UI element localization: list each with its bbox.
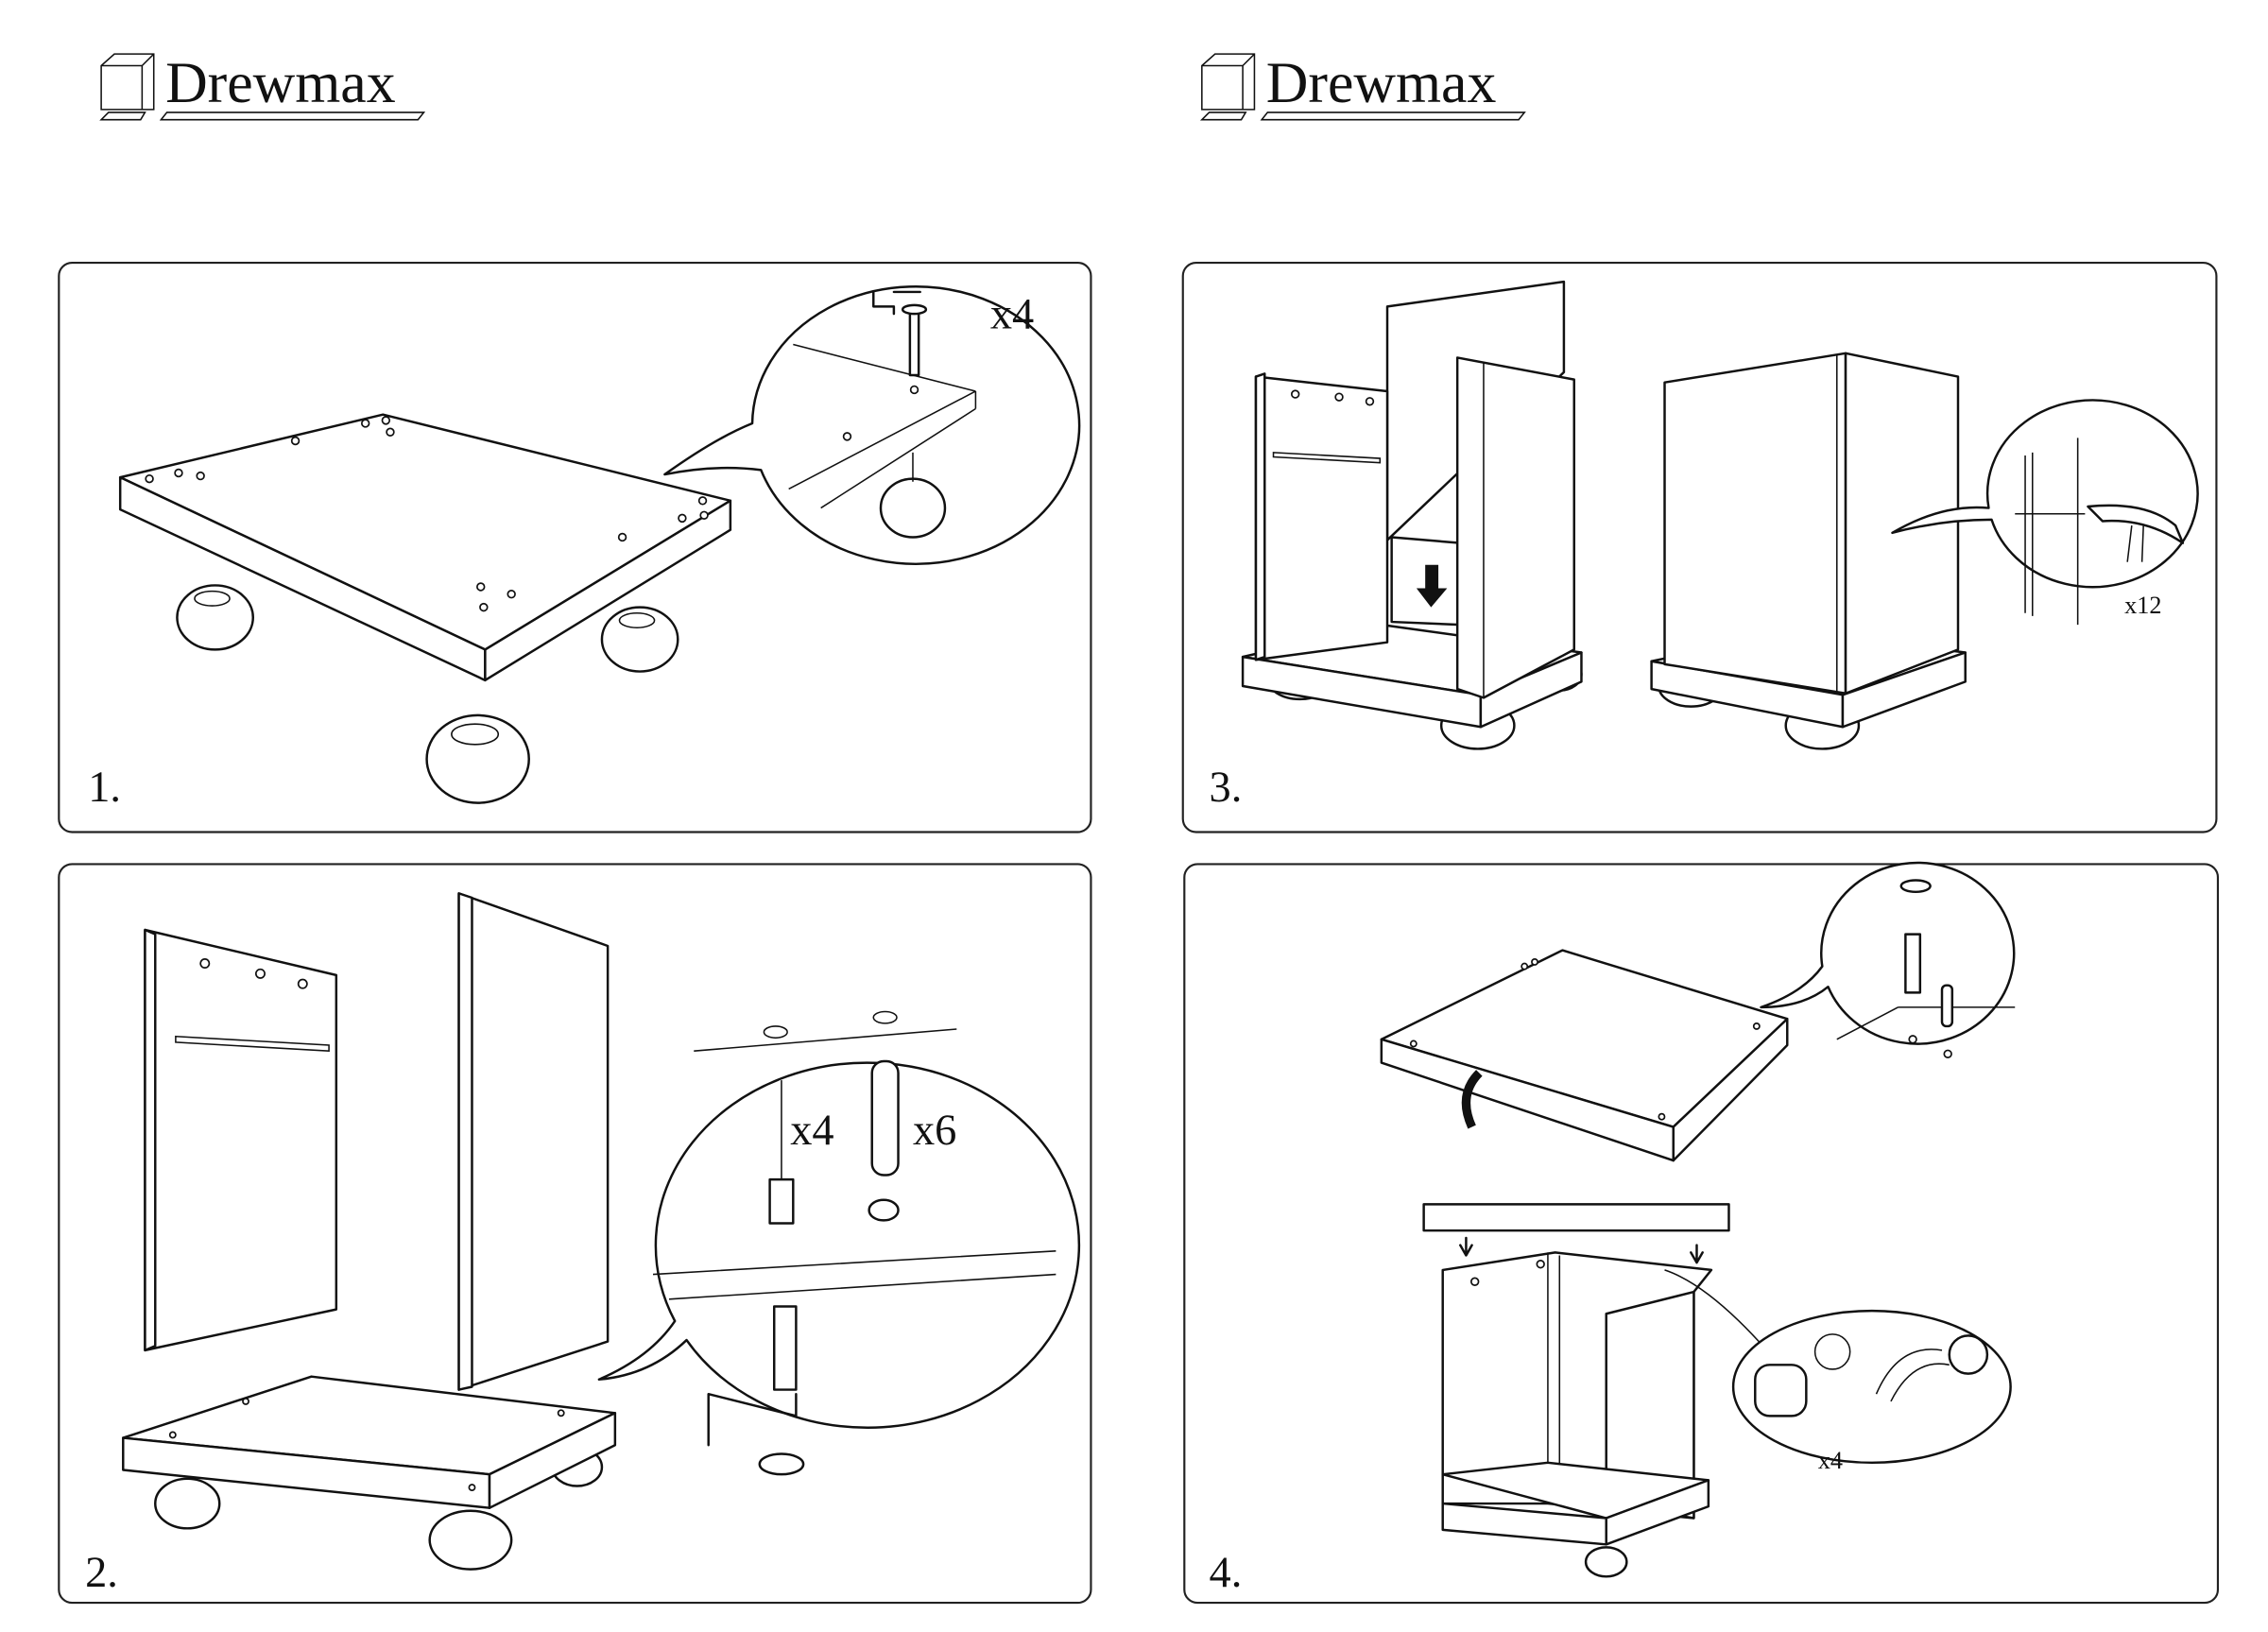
brand-logo-left: Drewmax [99, 51, 426, 121]
side-panel-right-drawing [457, 892, 610, 1391]
brand-name: Drewmax [1266, 51, 1497, 115]
leg-feet-drawing [176, 584, 679, 804]
step-number: 4. [1210, 1549, 1243, 1597]
base-board-drawing [118, 413, 732, 682]
cabinet-closed-drawing [1650, 352, 1967, 750]
quantity-label-screw: x4 [790, 1107, 833, 1155]
step-number: 2. [85, 1549, 118, 1597]
rotate-arrow-icon [1461, 1070, 1483, 1129]
brand-logo-right: Drewmax [1199, 51, 1526, 121]
arrow-down-icon [1459, 1236, 1473, 1257]
quantity-label-dowel: x6 [913, 1107, 956, 1155]
step-4-panel: x4 4. [1183, 861, 2220, 1605]
side-panel-left-drawing [144, 928, 338, 1352]
cam-detail-callout [1760, 861, 2016, 1059]
quantity-label: x4 [1818, 1447, 1843, 1474]
step-3-panel: x12 3. [1181, 261, 2218, 833]
detail-callout: x4 x6 [597, 1010, 1081, 1476]
arrow-down-icon [1690, 1244, 1704, 1264]
step-1-panel: x4 1. [58, 261, 1092, 833]
top-board-drawing [1380, 949, 1789, 1162]
step-2-panel: x4 x6 2. [58, 863, 1092, 1605]
cabinet-open-drawing [1241, 280, 1583, 750]
brand-name: Drewmax [165, 51, 396, 115]
rotate-icon [1899, 879, 1932, 894]
cabinet-drawing [1422, 1203, 1768, 1578]
base-with-feet-drawing [122, 1375, 617, 1571]
arrow-down-icon [1416, 564, 1448, 608]
quantity-label: x12 [2124, 592, 2161, 619]
hammer-detail-callout: x12 [1891, 399, 2199, 626]
cam-lock-detail-callout: x4 [1731, 1309, 2012, 1474]
detail-callout: x4 [663, 285, 1081, 565]
step-number: 1. [88, 764, 121, 812]
step-number: 3. [1210, 764, 1243, 812]
quantity-label: x4 [990, 291, 1034, 339]
